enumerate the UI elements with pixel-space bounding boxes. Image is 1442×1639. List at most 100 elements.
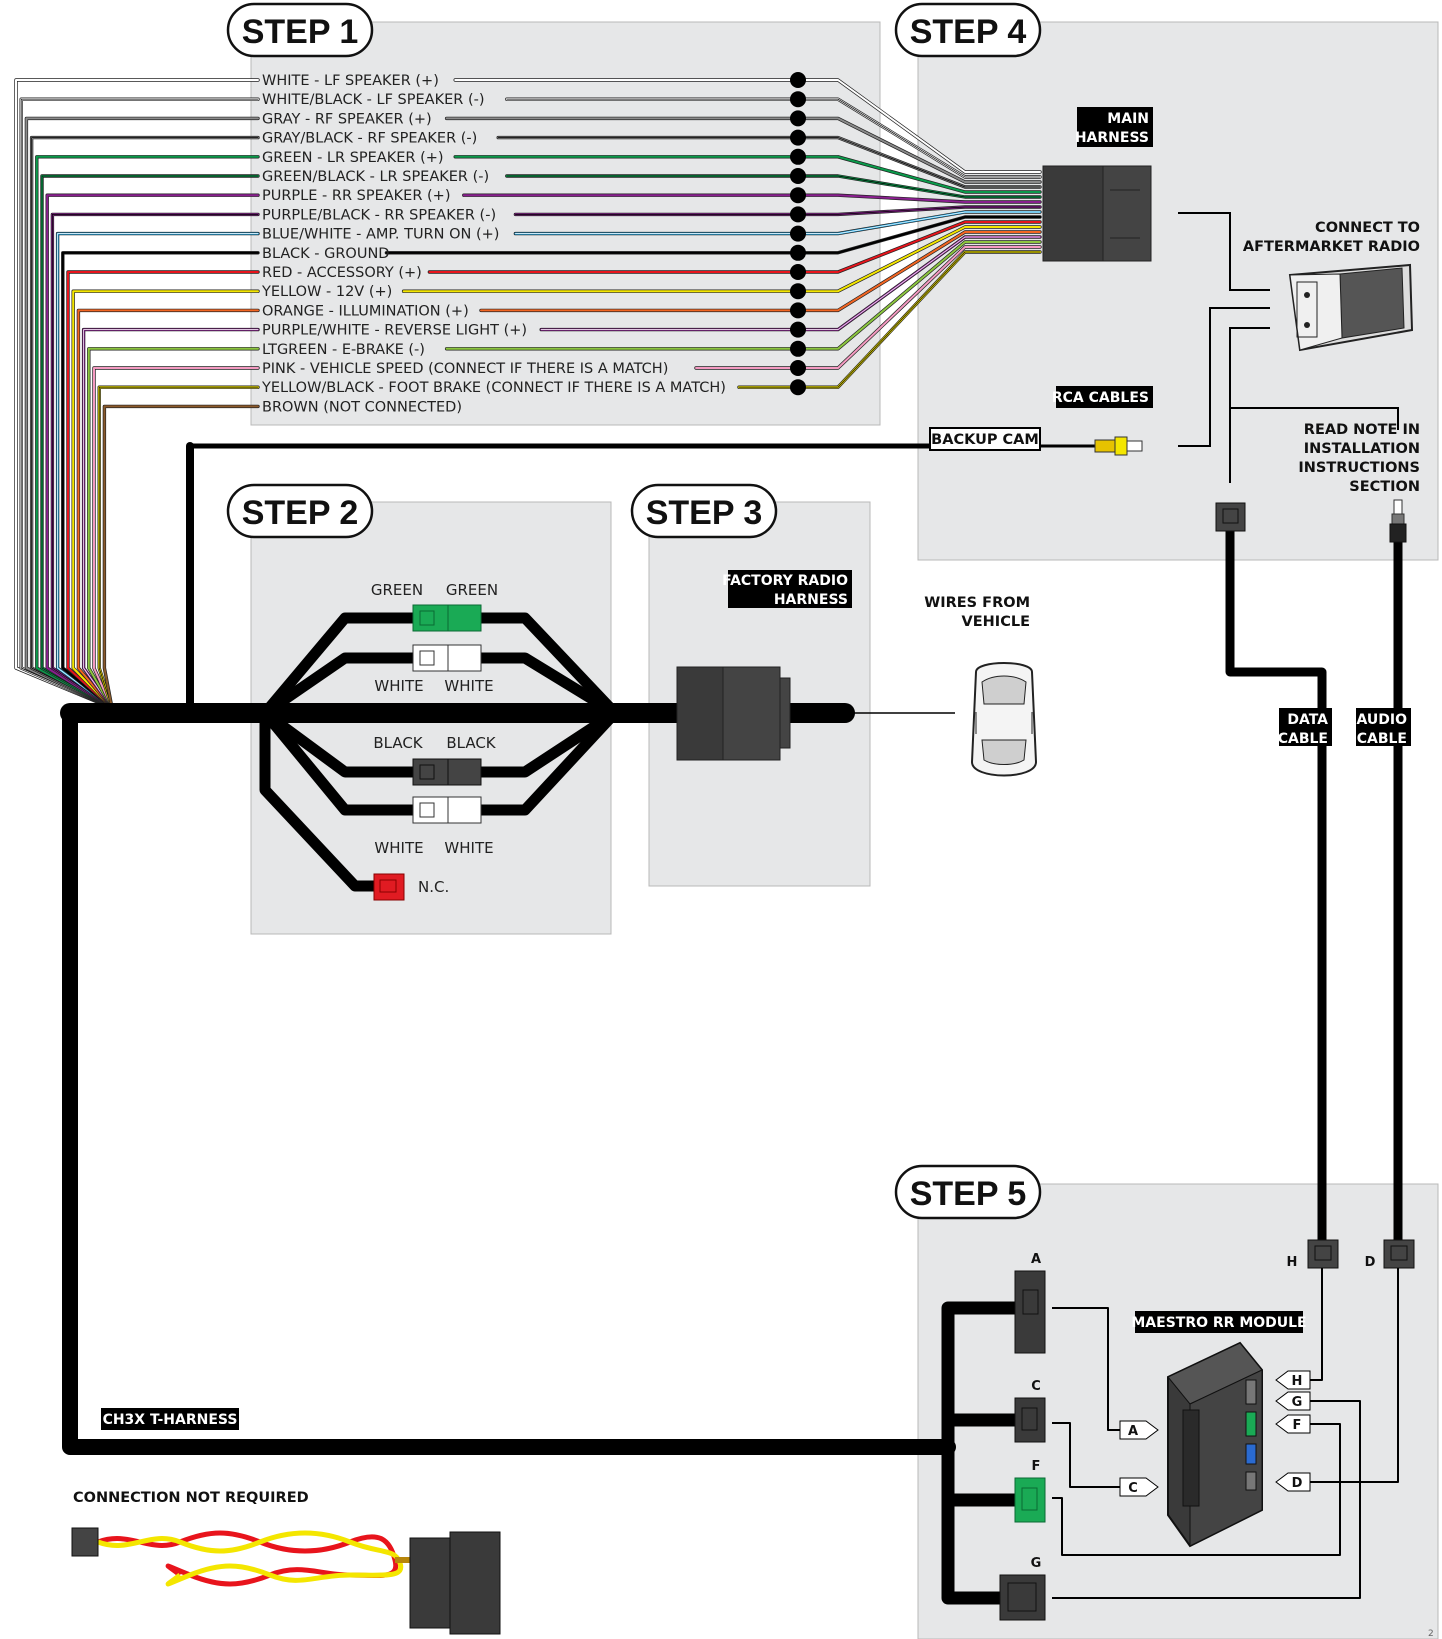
maestro-module [1167,1341,1263,1548]
wire-13: PURPLE/WHITE - REVERSE LIGHT (+) [81,235,1042,710]
wire-label-13: PURPLE/WHITE - REVERSE LIGHT (+) [262,323,527,339]
rca-plug-icon [1094,436,1143,456]
wire-label-0: WHITE - LF SPEAKER (+) [262,73,439,89]
svg-text:CABLE: CABLE [1357,731,1407,747]
svg-text:MAESTRO RR MODULE: MAESTRO RR MODULE [1131,1315,1306,1331]
connector-a-label: A [1031,1252,1041,1267]
tag-a: A [1128,1424,1138,1439]
svg-text:DATA: DATA [1287,712,1328,728]
black-connector-pair [412,758,482,786]
splice-dot-13 [790,321,806,338]
factory-radio-harness-tag: FACTORY RADIO HARNESS [722,570,852,608]
step2-label-black-left: BLACK [373,734,423,752]
wire-14: LTGREEN - E-BRAKE (-) [87,240,1042,710]
red-nc-connector [373,873,405,901]
port-h-connector [1307,1239,1339,1269]
wire-label-15: PINK - VEHICLE SPEED (CONNECT IF THERE I… [262,361,668,377]
tag-d: D [1292,1476,1303,1491]
splice-dot-0 [790,72,806,88]
svg-text:BACKUP CAM: BACKUP CAM [931,432,1039,448]
tag-g: G [1292,1395,1303,1410]
splice-dot-6 [790,187,806,204]
twisted-pair-harness [71,1527,501,1635]
splice-dot-4 [790,148,806,165]
wire-label-2: GRAY - RF SPEAKER (+) [262,111,432,127]
note-line3: INSTRUCTIONS [1298,460,1420,476]
wire-15: PINK - VEHICLE SPEED (CONNECT IF THERE I… [92,245,1042,710]
wire-label-1: WHITE/BLACK - LF SPEAKER (-) [262,92,484,108]
splice-dot-12 [790,302,806,319]
step2-label-white-left-lower: WHITE [374,839,423,857]
step2-title: STEP 2 [242,494,359,532]
wire-label-5: GREEN/BLACK - LR SPEAKER (-) [262,169,489,185]
step3-bubble: STEP 3 [630,483,778,539]
car-icon [970,662,1038,777]
splice-dot-1 [790,91,806,108]
connector-c-label: C [1031,1379,1041,1394]
wire-label-3: GRAY/BLACK - RF SPEAKER (-) [262,131,477,147]
splice-dot-3 [790,129,806,146]
wire-8: BLUE/WHITE - AMP. TURN ON (+) [55,210,1042,710]
connector-f [1014,1477,1046,1523]
port-h-label: H [1287,1255,1298,1270]
wire-9: BLACK - GROUND [61,215,1042,710]
step2-label-green-left: GREEN [371,581,423,599]
step1-panel [250,21,881,426]
tag-f: F [1293,1418,1302,1433]
step4-title: STEP 4 [910,13,1027,51]
splice-dot-11 [790,283,806,300]
step2-bubble: STEP 2 [226,483,374,539]
splice-dot-2 [790,110,806,127]
connect-to-line2: AFTERMARKET RADIO [1243,239,1420,255]
data-audio-cables [1225,530,1403,1245]
step2-label-green-right: GREEN [446,581,498,599]
module-port-tags: H G F D A C [1119,1370,1311,1497]
wire-label-10: RED - ACCESSORY (+) [262,265,422,281]
connector-a [1014,1270,1046,1354]
tag-c: C [1128,1481,1138,1496]
step1-title: STEP 1 [242,13,359,51]
data-cable-connector [1215,502,1246,532]
aftermarket-radio-icon [1288,263,1414,352]
svg-text:AUDIO: AUDIO [1356,712,1407,728]
audio-cable-tag: AUDIO CABLE [1356,708,1411,747]
wire-label-16: YELLOW/BLACK - FOOT BRAKE (CONNECT IF TH… [261,380,726,396]
wire-label-6: PURPLE - RR SPEAKER (+) [262,188,450,204]
connect-to-line1: CONNECT TO [1315,220,1420,236]
connector-g [999,1574,1046,1621]
step1-wire-bundle: WHITE - LF SPEAKER (+) WHITE/BLACK - LF S… [14,72,1042,710]
step5-bubble: STEP 5 [894,1164,1042,1220]
connection-not-required: CONNECTION NOT REQUIRED [73,1490,309,1506]
module-name-tag: MAESTRO RR MODULE [1131,1311,1307,1333]
wire-label-4: GREEN - LR SPEAKER (+) [262,150,444,166]
step5-branch-cables [941,1301,1015,1605]
wire-17: BROWN (NOT CONNECTED) [102,399,462,710]
backup-cam-tag: BACKUP CAM [929,427,1041,451]
step5-leads [1052,1268,1399,1599]
white-connector-pair-upper [412,644,482,672]
svg-text:RCA CABLES: RCA CABLES [1052,390,1149,406]
wire-label-7: PURPLE/BLACK - RR SPEAKER (-) [262,207,496,223]
wires-from-line2: VEHICLE [962,614,1030,630]
splice-dot-5 [790,168,806,184]
rca-cables-tag: RCA CABLES [1052,386,1153,408]
wire-4: GREEN - LR SPEAKER (+) [35,148,1042,710]
splice-dot-16 [790,379,806,396]
note-line2: INSTALLATION [1304,441,1420,457]
wires-from-line1: WIRES FROM [924,595,1030,611]
step2-label-black-right: BLACK [446,734,496,752]
data-cable-tag: DATA CABLE [1278,708,1332,747]
step2-label-white-right-lower: WHITE [444,839,493,857]
svg-text:MAIN: MAIN [1107,111,1149,127]
step5-title: STEP 5 [910,1175,1027,1213]
svg-text:CH3X T-HARNESS: CH3X T-HARNESS [103,1412,238,1428]
step3-title: STEP 3 [646,494,763,532]
page-number: 2 [1428,1629,1434,1639]
step2-loops [259,612,620,892]
connector-c [1014,1397,1046,1443]
svg-text:HARNESS: HARNESS [1075,130,1149,146]
tag-h: H [1292,1374,1303,1389]
connector-f-label: F [1032,1459,1041,1474]
wire-11: YELLOW - 12V (+) [71,225,1042,710]
